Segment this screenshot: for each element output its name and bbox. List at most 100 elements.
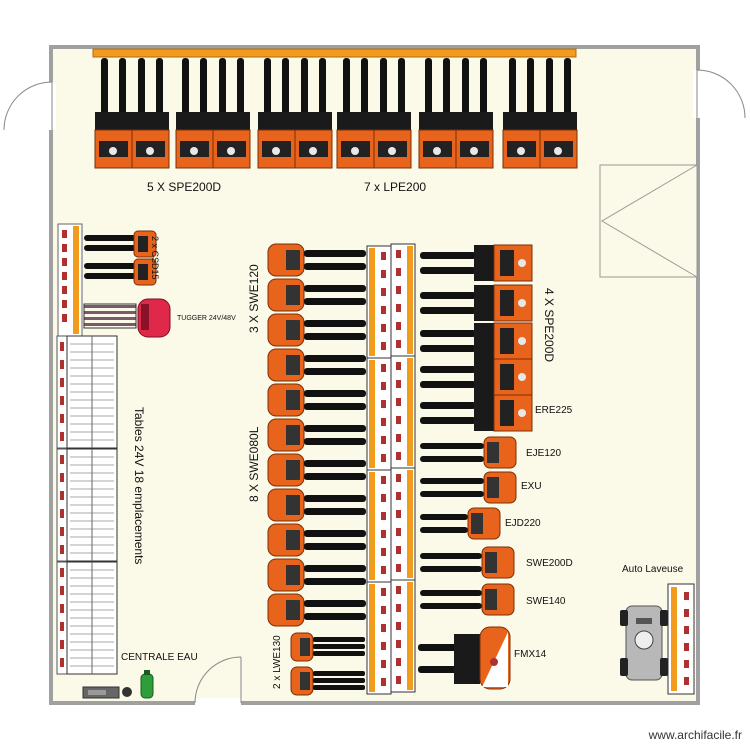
tugger-group — [83, 298, 171, 338]
steering — [190, 147, 198, 155]
charger-plug — [381, 678, 386, 686]
charger-plug — [684, 626, 689, 634]
fork — [420, 417, 476, 424]
mast — [295, 112, 332, 132]
swe-truck-8 — [267, 488, 366, 522]
top-truck-9 — [418, 58, 457, 169]
battery — [471, 513, 483, 534]
table-plug — [60, 342, 64, 351]
fork — [343, 58, 350, 116]
steering — [517, 147, 525, 155]
charger-plug — [396, 286, 401, 294]
label-centrale: CENTRALE EAU — [121, 652, 198, 663]
charger-plug — [396, 586, 401, 594]
fork — [304, 250, 366, 257]
charger-strip — [671, 587, 677, 691]
charger-plug — [381, 494, 386, 502]
charger-plug — [396, 492, 401, 500]
table-plug — [60, 658, 64, 667]
mast — [540, 112, 577, 132]
fork — [420, 553, 482, 559]
table-plug — [60, 586, 64, 595]
fork — [304, 530, 366, 537]
water-panel — [88, 690, 106, 695]
charger-plug — [684, 609, 689, 617]
battery — [487, 477, 499, 498]
swe-truck-9 — [267, 523, 366, 557]
fork — [313, 637, 365, 642]
table-plug — [60, 360, 64, 369]
charger-plug — [396, 380, 401, 388]
top-truck-4 — [212, 58, 251, 169]
fork — [398, 58, 405, 116]
steering — [109, 147, 117, 155]
label-spe-top: 5 X SPE200D — [147, 180, 222, 194]
table-chargers — [56, 561, 68, 675]
door-opening-bottom — [195, 698, 241, 708]
charger-plug — [396, 676, 401, 684]
steering — [433, 147, 441, 155]
washer-seat — [634, 630, 654, 650]
charger-plug — [381, 530, 386, 538]
table-plug — [60, 622, 64, 631]
fork — [420, 527, 468, 533]
label-swe140: SWE140 — [526, 596, 566, 607]
label-ejd: EJD220 — [505, 518, 541, 529]
label-swe200: SWE200D — [526, 558, 573, 569]
label-ere: ERE225 — [535, 405, 573, 416]
steering — [518, 259, 526, 267]
fork — [304, 390, 366, 397]
fork — [420, 307, 476, 314]
battery — [286, 390, 300, 410]
table-plug — [60, 432, 64, 441]
label-swe080: 8 X SWE080L — [247, 426, 261, 502]
fork — [546, 58, 553, 116]
fork — [219, 58, 226, 116]
right-trucks-group — [420, 244, 533, 616]
tugger-seat — [141, 304, 149, 330]
wheel — [620, 658, 628, 676]
charger-plug — [381, 566, 386, 574]
top-truck-11 — [502, 58, 541, 169]
table-plug — [60, 604, 64, 613]
charger-plug — [396, 304, 401, 312]
battery — [286, 320, 300, 340]
charger-plug — [381, 436, 386, 444]
fork — [420, 402, 476, 409]
fork — [420, 330, 476, 337]
battery — [286, 600, 300, 620]
swe-truck-4 — [267, 348, 366, 382]
swe-truck-11 — [267, 593, 366, 627]
fork — [138, 58, 145, 116]
charger-strip — [73, 226, 79, 334]
battery — [485, 589, 497, 610]
table-plug — [60, 568, 64, 577]
steering — [518, 409, 526, 417]
fork — [84, 263, 136, 269]
top-truck-12 — [539, 58, 578, 169]
table-plug — [60, 473, 64, 482]
fork — [361, 58, 368, 116]
fork — [527, 58, 534, 116]
charging-tables-group — [56, 335, 118, 675]
top-truck-7 — [336, 58, 375, 169]
mast — [454, 634, 480, 684]
table-plug — [60, 491, 64, 500]
charger-plug — [396, 546, 401, 554]
label-tables: Tables 24V 18 emplacements — [132, 407, 146, 565]
table-plug — [60, 545, 64, 554]
water-tank — [140, 673, 154, 699]
swe-truck-7 — [267, 453, 366, 487]
cab — [500, 250, 514, 276]
steering — [309, 147, 317, 155]
fork — [420, 478, 484, 484]
cab — [138, 264, 148, 280]
table-plug — [60, 509, 64, 518]
fork — [420, 366, 476, 373]
right-small-truck-5 — [420, 583, 515, 616]
battery — [286, 250, 300, 270]
swe-truck-5 — [267, 383, 366, 417]
top-truck-8 — [373, 58, 412, 169]
charger-plug — [381, 624, 386, 632]
charger-column-1-block-1 — [366, 245, 392, 359]
